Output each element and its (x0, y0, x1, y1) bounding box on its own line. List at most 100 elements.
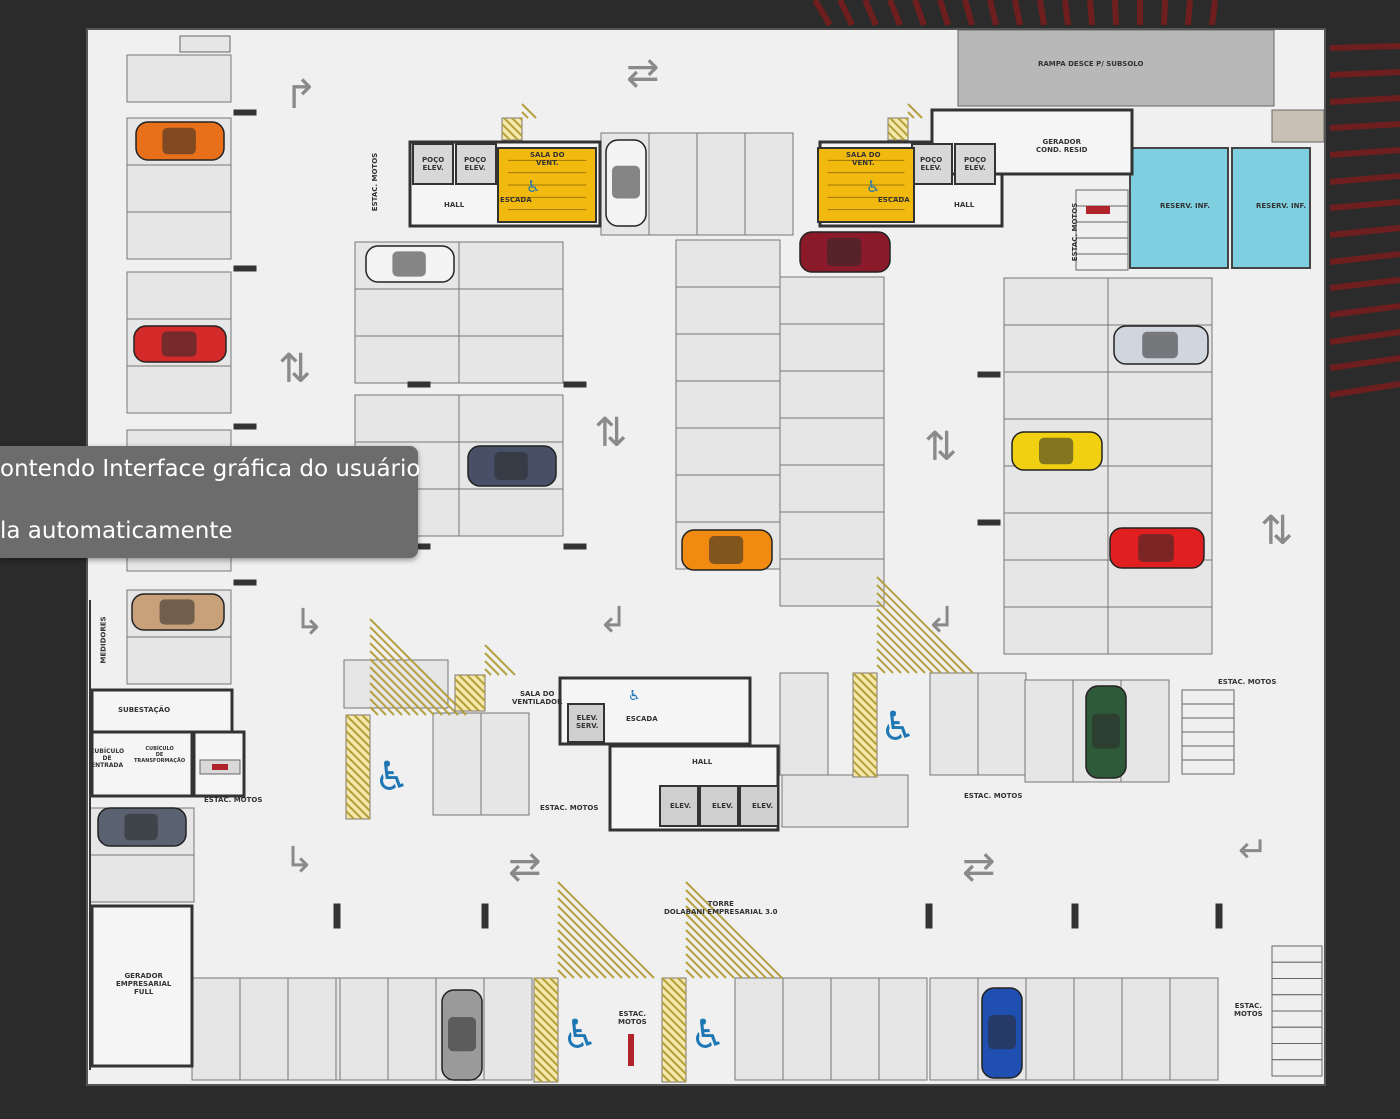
elevator-shaft (412, 143, 454, 185)
parking-stall (126, 54, 232, 103)
elevator-shaft (954, 143, 996, 185)
parking-stall (830, 977, 880, 1081)
parking-stall (354, 394, 460, 443)
parking-floor-plan: ♿♿♿♿♿♿♿⇅⇅⇅⇅⇄⇄⇄↱↳↳↲↲↵ RAMPA DESCE P/ SUBS… (86, 28, 1326, 1086)
wheelchair-icon: ♿ (374, 754, 410, 800)
car-windows (709, 536, 744, 564)
motorcycle-icon (1086, 206, 1110, 214)
parking-stall (779, 558, 885, 607)
direction-arrow-icon: ↲ (926, 600, 956, 641)
parking-stall (1003, 324, 1109, 373)
moto-rack (1181, 703, 1235, 719)
estac-motos-label-3: ESTAC. MOTOS (1218, 678, 1277, 686)
parking-stall (1121, 977, 1171, 1081)
stub-block (179, 35, 231, 53)
cubiculo-transf-label: CUBÍCULO DE TRANSFORMAÇÃO (134, 746, 186, 764)
hatch-stripe (501, 117, 523, 141)
parking-stall (126, 636, 232, 685)
wall-pillar (977, 371, 1001, 378)
car-windows (162, 127, 196, 155)
parking-stall (734, 977, 784, 1081)
car-windows (612, 165, 640, 199)
direction-arrow-icon: ↳ (294, 602, 324, 643)
moto-rack (1271, 961, 1323, 979)
car-windows (494, 452, 528, 480)
wheelchair-icon: ♿ (526, 177, 540, 196)
wheelchair-icon: ♿ (562, 1012, 598, 1058)
moto-rack (1181, 731, 1235, 747)
moto-rack (1181, 745, 1235, 761)
parking-stall (1003, 606, 1109, 655)
direction-arrow-icon: ⇅ (594, 410, 628, 456)
parking-stall (929, 977, 979, 1081)
parking-stall (1107, 418, 1213, 467)
wall-pillar (977, 519, 1001, 526)
parking-stall (126, 211, 232, 260)
parking-stall (287, 977, 337, 1081)
parking-stall (1107, 465, 1213, 514)
estac-motos-label-2: ESTAC. MOTOS (1071, 202, 1080, 262)
parking-stall (1003, 465, 1109, 514)
car-windows (827, 238, 862, 266)
car-windows (392, 251, 426, 277)
estac-motos-label-4: ESTAC. MOTOS (204, 796, 263, 804)
parking-stall (878, 977, 928, 1081)
parking-stall (1169, 977, 1219, 1081)
escada-label-2: ESCADA (878, 196, 910, 204)
cubiculo-label: CUBÍCULO DE ENTRADA (90, 748, 125, 769)
parking-stall (239, 977, 289, 1081)
wall-pillar (563, 543, 587, 550)
cubicle-room (90, 730, 194, 798)
elev-label-1: ELEV. (670, 802, 692, 810)
car-windows (1039, 437, 1074, 465)
parking-stall (126, 365, 232, 414)
wall-pillar (233, 579, 257, 586)
hall-label-3: HALL (692, 758, 713, 766)
reservoir-2 (1231, 147, 1311, 269)
parking-stall (779, 511, 885, 560)
tooltip-popup: ontendo Interface gráfica do usuário la … (0, 446, 420, 558)
parking-stall (781, 774, 909, 828)
direction-arrow-icon: ⇄ (962, 844, 996, 890)
parking-stall (1003, 277, 1109, 326)
parking-stall (779, 464, 885, 513)
moto-rack (1271, 1026, 1323, 1044)
elev-serv-label: ELEV. SERV. (576, 714, 599, 730)
estac-motos-label-5: ESTAC. MOTOS (540, 804, 599, 812)
car-windows (161, 331, 197, 357)
substation-room (90, 688, 234, 734)
parking-stall (126, 271, 232, 320)
parking-stall (432, 712, 482, 816)
parking-stall (782, 977, 832, 1081)
parking-stall (339, 977, 389, 1081)
parking-stall (480, 712, 530, 816)
parking-stall (675, 286, 781, 335)
moto-rack (1271, 1010, 1323, 1028)
ramp-label: RAMPA DESCE P/ SUBSOLO (1038, 60, 1144, 68)
ramp-side-block (1271, 109, 1324, 143)
moto-rack (1075, 189, 1129, 207)
sala-vent-label-2: SALA DO VENT. (846, 151, 881, 167)
parking-stall (779, 417, 885, 466)
moto-rack (1271, 1043, 1323, 1061)
direction-arrow-icon: ↱ (284, 72, 318, 118)
direction-arrow-icon: ↵ (1238, 830, 1268, 871)
elev-label-3: ELEV. (752, 802, 774, 810)
parking-stall (483, 977, 533, 1081)
parking-stall (977, 672, 1027, 776)
elevator-shaft (455, 143, 497, 185)
wall-pillar (233, 265, 257, 272)
tooltip-line-2: la automaticamente (0, 518, 233, 544)
parking-stall (89, 854, 195, 903)
moto-rack (1271, 978, 1323, 996)
car-windows (988, 1015, 1016, 1050)
direction-arrow-icon: ⇅ (924, 424, 958, 470)
generator-emp-room (90, 904, 194, 1068)
parking-stall (779, 276, 885, 325)
moto-rack (1181, 689, 1235, 705)
wheelchair-icon: ♿ (866, 177, 880, 196)
wheelchair-icon: ♿ (880, 704, 916, 750)
elev-label-2: ELEV. (712, 802, 734, 810)
hall-label-2: HALL (954, 201, 975, 209)
moto-rack (1271, 945, 1323, 963)
